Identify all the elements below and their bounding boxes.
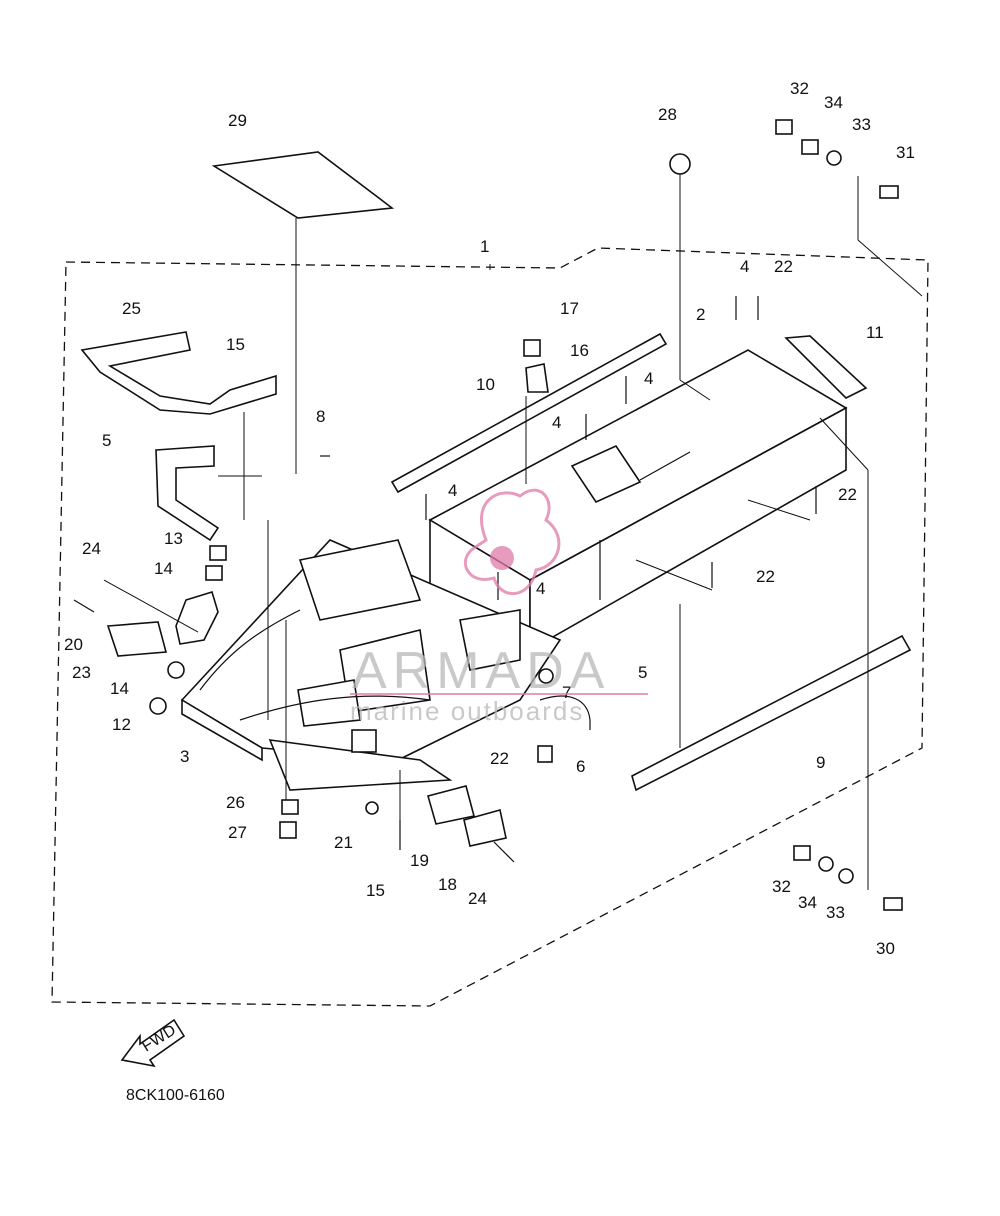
- callout-8: 8: [316, 407, 325, 426]
- callout-24b: 24: [468, 889, 487, 908]
- steering-post: [175, 590, 219, 645]
- watermark-tagline: marine outboards: [350, 696, 584, 726]
- frame-assembly-boundary: [51, 247, 929, 1007]
- callout-24a: 24: [82, 539, 101, 558]
- callout-2: 2: [696, 305, 705, 324]
- callout-23: 23: [72, 663, 91, 682]
- callout-4a: 4: [740, 257, 749, 276]
- callout-34b: 34: [798, 893, 817, 912]
- callout-15a: 15: [226, 335, 245, 354]
- callout-16: 16: [570, 341, 589, 360]
- callout-32a: 32: [790, 79, 809, 98]
- callout-4b: 4: [644, 369, 653, 388]
- callout-4e: 4: [536, 579, 545, 598]
- callout-11: 11: [866, 323, 884, 342]
- part-9-rail: [631, 634, 912, 792]
- callout-5b: 5: [638, 663, 647, 682]
- callout-22d: 22: [490, 749, 509, 768]
- callout-19: 19: [410, 851, 429, 870]
- callout-26: 26: [226, 793, 245, 812]
- callouts: 1 2 3 4 4 4 4 4 5 5 6 7 8 9 10 11 12 13 …: [64, 79, 915, 958]
- callout-4d: 4: [448, 481, 457, 500]
- part-20-plate: [106, 621, 168, 657]
- part-10-rail: [390, 332, 668, 494]
- callout-32b: 32: [772, 877, 791, 896]
- part-5-right-tube: [539, 695, 591, 730]
- callout-27: 27: [228, 823, 247, 842]
- callout-7: 7: [562, 683, 571, 702]
- part-19-plate: [427, 785, 475, 825]
- callout-1: 1: [480, 237, 489, 256]
- part-5-tube: [155, 445, 220, 542]
- chassis-body: [428, 349, 848, 652]
- hardware: [73, 119, 903, 911]
- callout-3: 3: [180, 747, 189, 766]
- part-18-plate: [463, 809, 507, 847]
- callout-33b: 33: [826, 903, 845, 922]
- armada-logo-icon: [463, 488, 561, 595]
- callout-21: 21: [334, 833, 353, 852]
- part-25-bumper: [80, 331, 277, 415]
- callout-22c: 22: [756, 567, 775, 586]
- callout-22b: 22: [838, 485, 857, 504]
- armada-watermark: ARMADA marine outboards: [350, 488, 648, 726]
- callout-29: 29: [228, 111, 247, 130]
- callout-34a: 34: [824, 93, 843, 112]
- callout-28: 28: [658, 105, 677, 124]
- callout-14b: 14: [110, 679, 129, 698]
- callout-30: 30: [876, 939, 895, 958]
- callout-17: 17: [560, 299, 579, 318]
- callout-31: 31: [896, 143, 915, 162]
- leader-lines: [103, 174, 923, 890]
- callout-14a: 14: [154, 559, 173, 578]
- callout-6: 6: [576, 757, 585, 776]
- callout-22a: 22: [774, 257, 793, 276]
- part-number-caption: 8CK100-6160: [126, 1087, 225, 1104]
- callout-9: 9: [816, 753, 825, 772]
- callout-13: 13: [164, 529, 183, 548]
- part-11-bracket: [784, 335, 868, 399]
- callout-12: 12: [112, 715, 131, 734]
- callout-18: 18: [438, 875, 457, 894]
- part-29-sheet: [211, 151, 395, 219]
- callout-25: 25: [122, 299, 141, 318]
- front-subframe: [180, 539, 562, 791]
- callout-20: 20: [64, 635, 83, 654]
- fwd-arrow-icon: FWD: [120, 1018, 186, 1068]
- watermark-brand: ARMADA: [352, 642, 610, 700]
- callout-5a: 5: [102, 431, 111, 450]
- callout-15b: 15: [366, 881, 385, 900]
- callout-10: 10: [476, 375, 495, 394]
- callout-4c: 4: [552, 413, 561, 432]
- callout-33a: 33: [852, 115, 871, 134]
